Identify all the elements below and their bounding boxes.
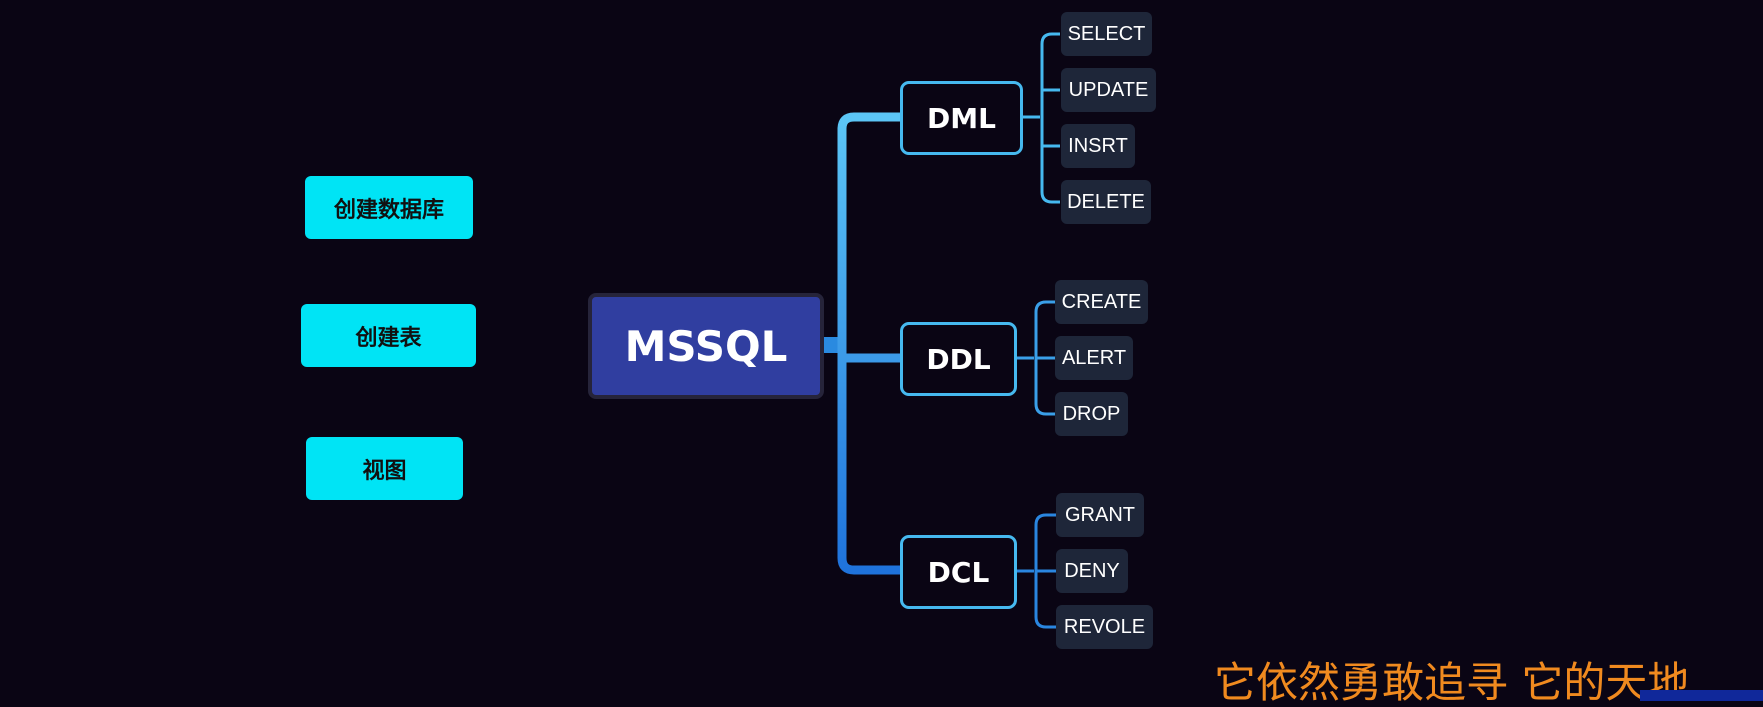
leaf-grant[interactable]: GRANT (1056, 493, 1144, 537)
leaf-insrt[interactable]: INSRT (1061, 124, 1135, 168)
ddl-connector (1017, 300, 1055, 416)
dcl-connector (1017, 513, 1056, 629)
leaf-create[interactable]: CREATE (1055, 280, 1148, 324)
trunk-line (837, 112, 907, 575)
leaf-select[interactable]: SELECT (1061, 12, 1152, 56)
branch-node-dml[interactable]: DML (900, 81, 1023, 155)
subtitle-caption: 它依然勇敢追寻 它的天地 (1214, 658, 1690, 707)
view-node[interactable]: 视图 (306, 437, 463, 500)
leaf-delete[interactable]: DELETE (1061, 180, 1151, 224)
create-database-node[interactable]: 创建数据库 (305, 176, 473, 239)
root-node-mssql[interactable]: MSSQL (588, 293, 824, 399)
leaf-alert[interactable]: ALERT (1055, 336, 1133, 380)
corner-bar (1640, 690, 1763, 701)
leaf-deny[interactable]: DENY (1056, 549, 1128, 593)
leaf-drop[interactable]: DROP (1055, 392, 1128, 436)
branch-node-ddl[interactable]: DDL (900, 322, 1017, 396)
branch-node-dcl[interactable]: DCL (900, 535, 1017, 609)
create-table-node[interactable]: 创建表 (301, 304, 476, 367)
leaf-update[interactable]: UPDATE (1061, 68, 1156, 112)
leaf-revole[interactable]: REVOLE (1056, 605, 1153, 649)
dml-connector (1023, 32, 1060, 204)
